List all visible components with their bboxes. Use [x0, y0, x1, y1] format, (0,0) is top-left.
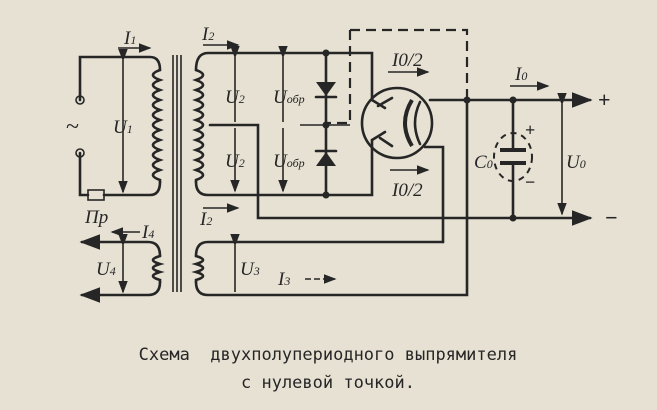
uobr-lower-label: Uобр [273, 151, 305, 172]
i3-label: I3 [277, 269, 290, 290]
fuse-icon [87, 189, 105, 201]
capacitor-plus: + [525, 120, 535, 140]
labels: I1 I2 I2 I3 I4 I0/2 I0/2 I0 U1 U2 U2 Uоб… [66, 24, 618, 290]
i2-low-label: I2 [199, 209, 212, 230]
capacitor-icon [500, 148, 526, 165]
i0-out-label: I0 [514, 64, 527, 85]
u3-label: U3 [240, 259, 260, 280]
primary-circuit [75, 43, 164, 201]
u1-label: U1 [113, 117, 133, 138]
caption-line-2: с нулевой точкой. [241, 373, 415, 393]
output-filter [493, 81, 567, 222]
caption-line-1: Схема двухполупериодного выпрямителя [139, 345, 518, 365]
filament-coil-icon [191, 254, 205, 284]
input-terminal [75, 95, 85, 105]
u2-upper-label: U2 [225, 87, 245, 108]
u4-label: U4 [96, 259, 116, 280]
ac-symbol: ~ [66, 114, 79, 140]
uobr-upper-label: Uобр [273, 87, 305, 108]
transformer-core [172, 55, 182, 292]
filament-coil-icon [151, 254, 165, 284]
capacitor-minus: − [525, 172, 535, 192]
i0-half-bottom-label: I0/2 [391, 180, 423, 201]
primary-coil-icon [151, 68, 164, 184]
secondary-coil-icon [192, 68, 205, 184]
u0-label: U0 [566, 152, 586, 173]
input-terminal [75, 148, 85, 158]
diode-icon [316, 82, 336, 96]
output-minus: − [605, 205, 618, 230]
secondary-circuit [192, 28, 593, 226]
fuse-label: Пр [84, 207, 108, 228]
diode-icon [316, 152, 336, 166]
i2-top-label: I2 [201, 24, 214, 45]
i0-half-top-label: I0/2 [391, 50, 423, 71]
i4-label: I4 [141, 222, 154, 243]
u2-lower-label: U2 [225, 151, 245, 172]
c0-label: C0 [474, 152, 493, 173]
filament-windings [79, 98, 469, 303]
output-plus: + [598, 87, 611, 112]
i1-label: I1 [123, 28, 136, 49]
